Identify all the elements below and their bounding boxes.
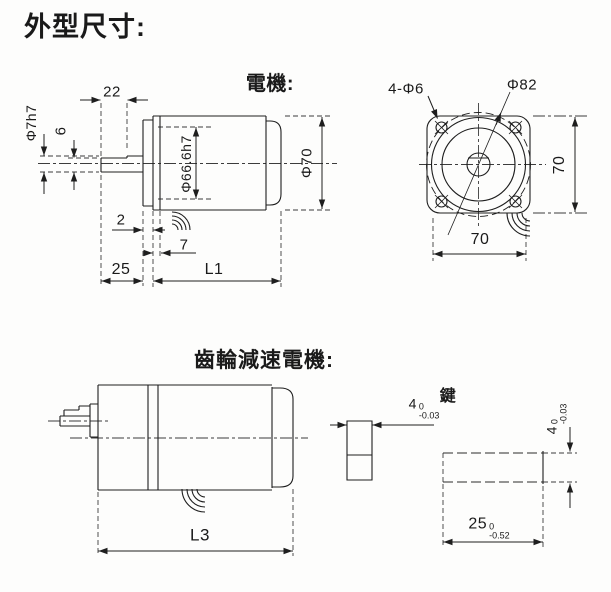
hub-circle: [466, 152, 491, 177]
key-detail-views: [346, 420, 544, 484]
motor-flange-outline: [152, 116, 161, 210]
motor-view-title: 電機:: [245, 73, 295, 95]
dim-mounting-holes-label: 4-Φ6: [388, 80, 424, 98]
dim-value: 4: [408, 395, 417, 412]
gearbox-joint-lines: [147, 385, 159, 490]
key-label: 鍵: [439, 388, 457, 405]
gearmotor-side-view: [59, 384, 294, 513]
dim-boss-diameter-label: Φ66.6h7: [178, 135, 194, 193]
dim-flange-width-label: 70: [470, 231, 490, 248]
motor-body-outline: [153, 115, 267, 211]
bolt-circle: [426, 112, 531, 217]
flange-lead-wires: [506, 212, 531, 237]
motor-side-view: [100, 115, 282, 231]
tolerance-upper: 0: [418, 401, 424, 412]
gearmotor-view-title: 齒輪減速電機:: [194, 349, 334, 372]
dim-gearmotor-length-label: L3: [190, 525, 210, 545]
flange-front-view: [426, 112, 531, 237]
dim-shaft-diameter-label: Φ7h7: [23, 104, 39, 142]
flange-square: [426, 115, 531, 214]
key-plan-edges: [443, 452, 543, 483]
motor-shaft-outline: [100, 155, 143, 173]
tolerance-lower: -0.03: [558, 403, 568, 425]
boss-circle: [441, 127, 516, 202]
dim-flange-thickness-label: 7: [179, 236, 189, 254]
dim-value: 4: [543, 426, 560, 435]
motor-rear-cap: [266, 120, 282, 206]
mounting-holes: [434, 120, 523, 209]
tolerance-lower: -0.52: [489, 530, 510, 540]
page-title: 外型尺寸:: [24, 12, 146, 42]
motor-lead-wires: [171, 211, 191, 231]
motor-boss-outline: [142, 119, 153, 207]
gearmotor-lead-wires: [181, 488, 206, 513]
dim-bolt-circle-label: Φ82: [506, 76, 538, 94]
gearmotor-body-outline: [97, 384, 272, 491]
tolerance-lower: -0.03: [418, 410, 440, 420]
body-circle: [430, 116, 527, 213]
tolerance-upper: 0: [489, 521, 495, 532]
dim-motor-length-label: L1: [204, 261, 224, 278]
dim-value: 25: [468, 515, 488, 533]
dim-body-diameter-label: Φ70: [298, 147, 316, 179]
dimension-arrows: [40, 95, 579, 555]
dim-boss-depth-label: 2: [116, 211, 126, 229]
output-shaft: [59, 415, 90, 427]
gearmotor-rear-cap: [272, 387, 294, 488]
dim-shaft-flat-label: 6: [52, 126, 70, 136]
dim-front-length-label: 25: [111, 261, 131, 278]
output-boss: [89, 403, 98, 438]
key-section-view: [346, 420, 373, 481]
dim-flange-height-label: 70: [551, 155, 568, 175]
shaft-key-profile: [63, 405, 90, 416]
dim-shaft-length-label: 22: [103, 83, 121, 101]
